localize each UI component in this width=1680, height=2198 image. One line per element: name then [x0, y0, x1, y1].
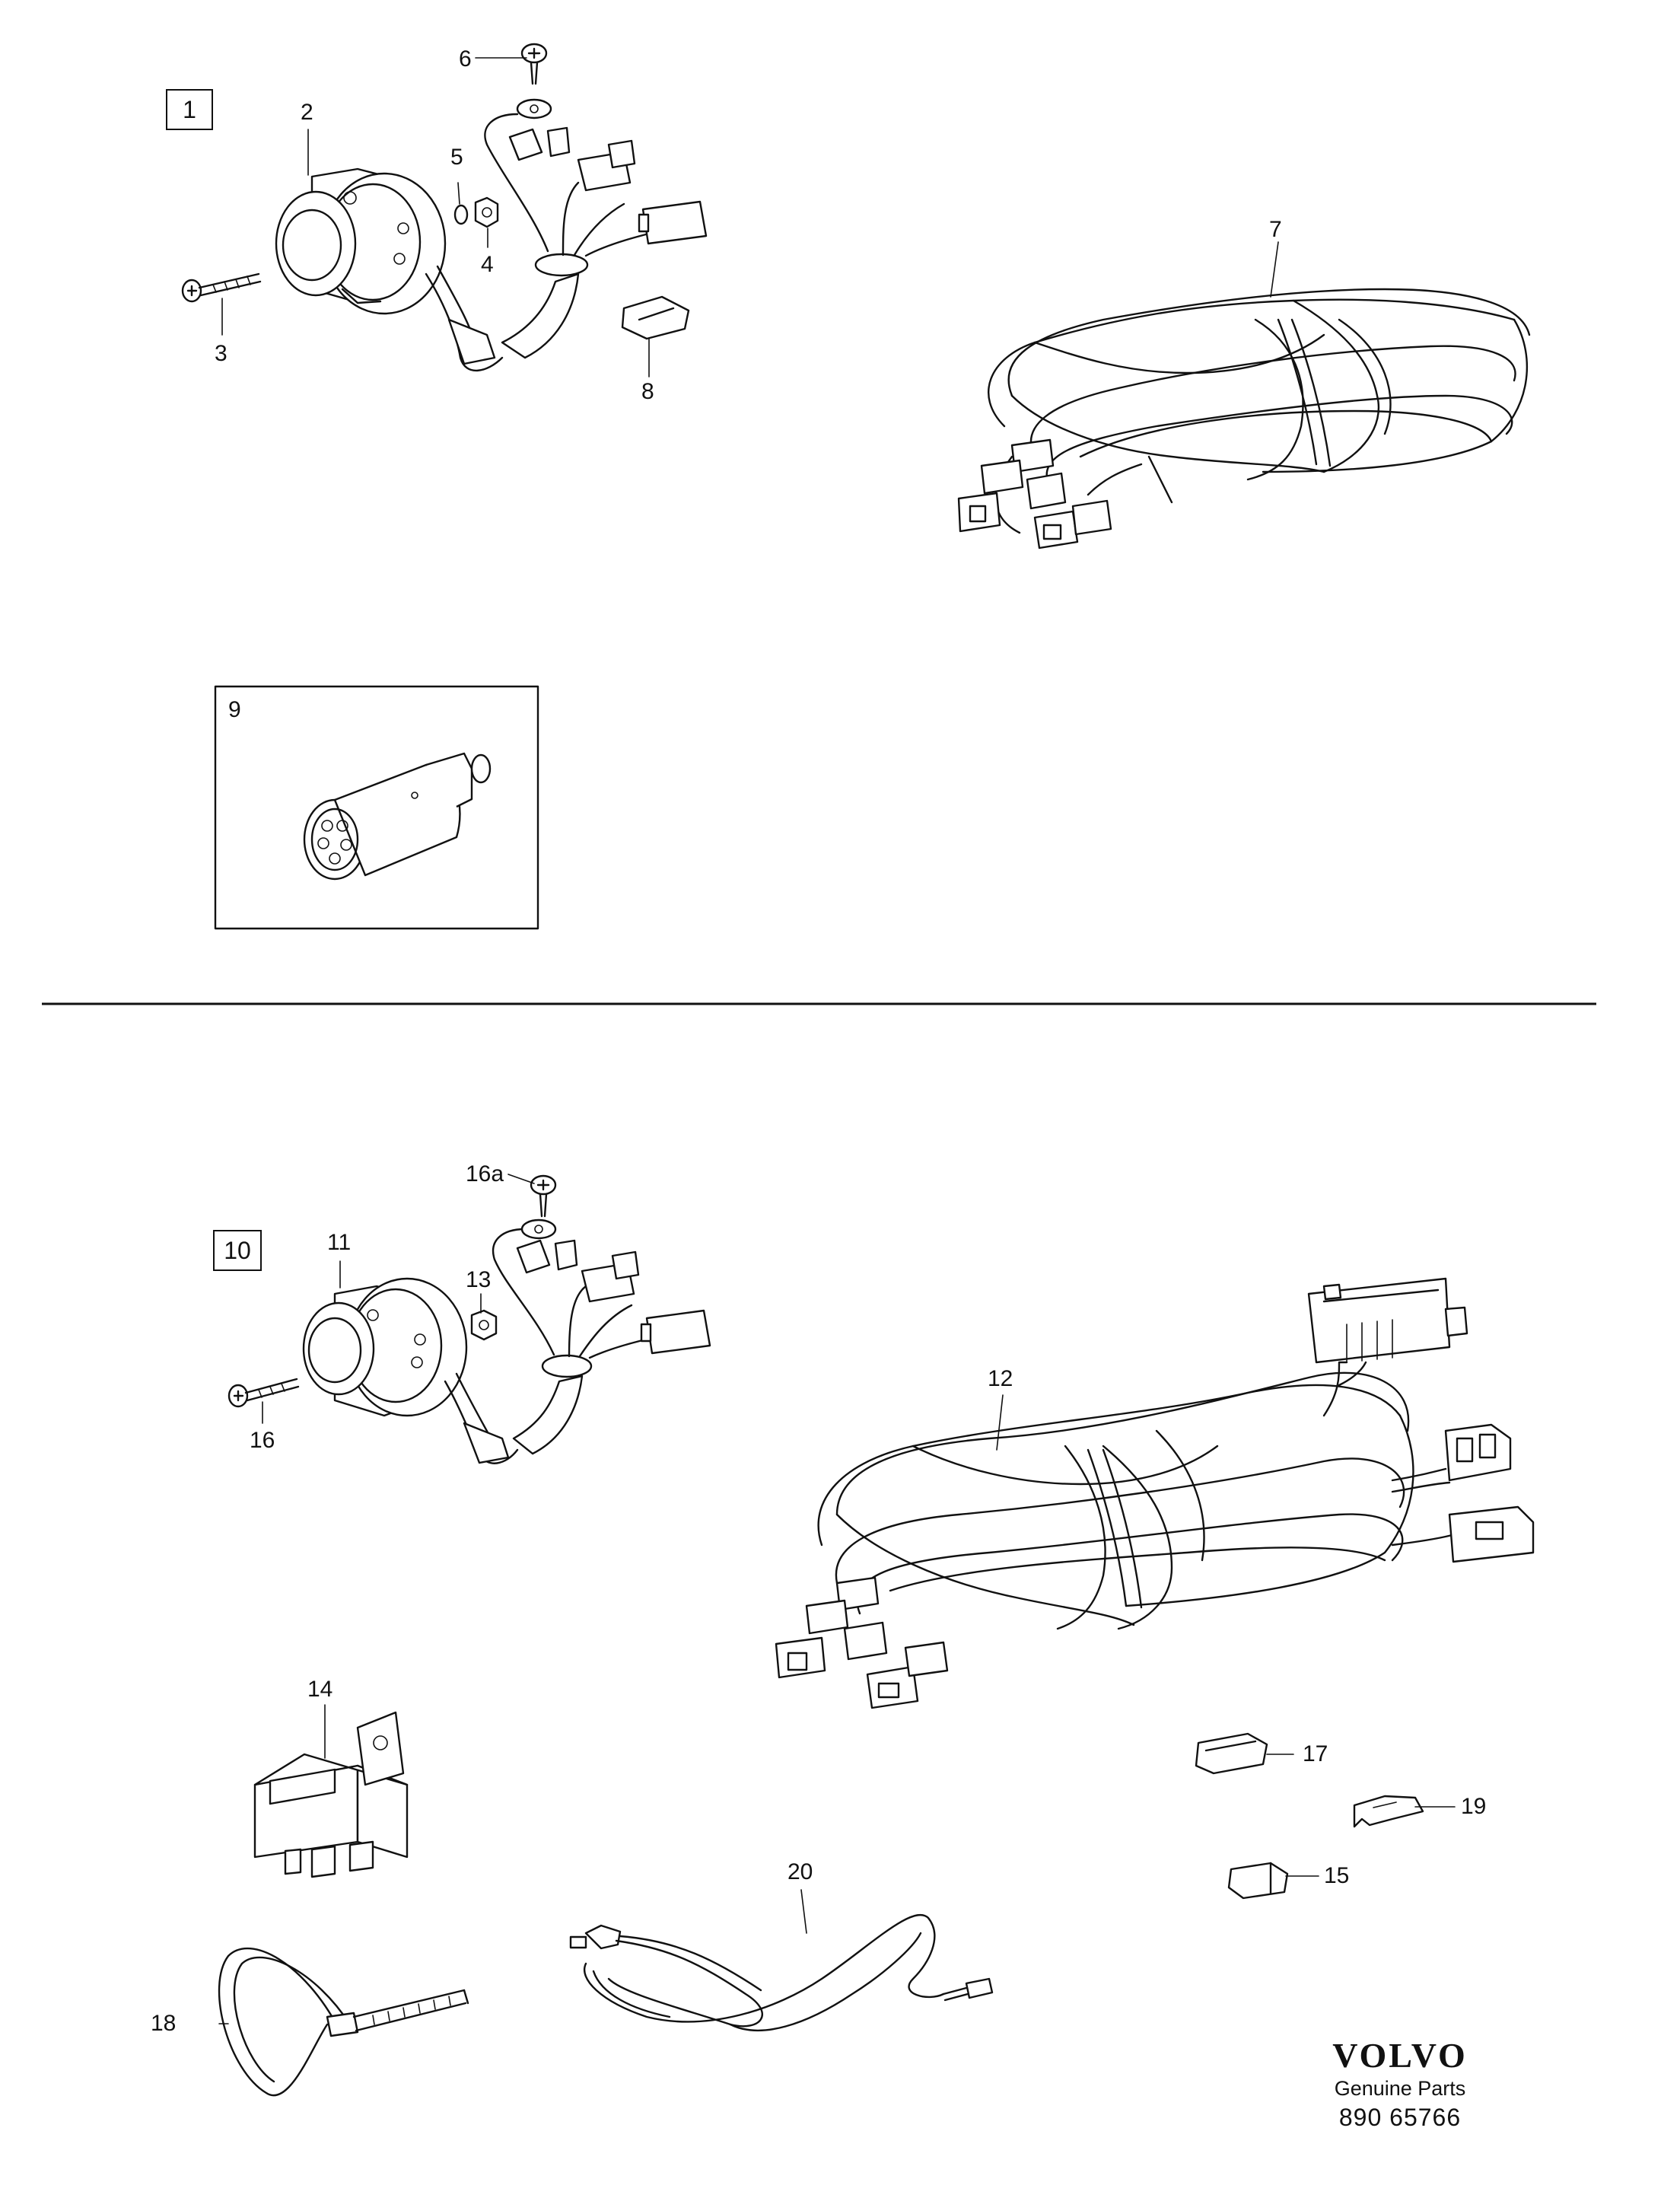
wire-icon: [569, 1913, 994, 2032]
connector-icon: [516, 1239, 711, 1355]
group-label-10: 10: [213, 1230, 262, 1271]
callout-16a: 16a: [466, 1161, 504, 1187]
callout-3: 3: [215, 341, 228, 366]
callout-6: 6: [459, 46, 472, 72]
terminal-icon: [1227, 1862, 1289, 1900]
screw-icon: [181, 272, 262, 303]
callout-19: 19: [1461, 1794, 1487, 1819]
group-9-frame: [214, 685, 539, 930]
socket-icon: [275, 167, 447, 315]
callout-11: 11: [327, 1230, 352, 1255]
nut-icon: [474, 196, 499, 228]
callout-8: 8: [641, 379, 654, 404]
wire-harness-icon: [957, 288, 1531, 550]
wire-harness-icon: [775, 1277, 1535, 1709]
part-number: 890 65766: [1338, 2103, 1462, 2131]
callout-5: 5: [450, 145, 463, 170]
plug-icon: [303, 752, 492, 881]
screw-icon: [228, 1378, 300, 1408]
socket-assembly-lower: [228, 1174, 711, 1464]
nut-icon: [470, 1309, 498, 1341]
callout-12: 12: [988, 1366, 1013, 1391]
brand-block: VOLVO Genuine Parts 890 65766: [1309, 2036, 1491, 2133]
brand-logo: VOLVO: [1332, 2036, 1468, 2075]
callout-16: 16: [250, 1428, 275, 1453]
relay-icon: [253, 1711, 409, 1878]
callout-2: 2: [301, 100, 313, 125]
terminal-icon: [1195, 1732, 1268, 1775]
brand-subtitle: Genuine Parts: [1334, 2076, 1466, 2100]
socket-assembly-upper: [181, 43, 708, 372]
callout-20: 20: [788, 1859, 813, 1884]
terminal-icon: [1353, 1795, 1424, 1828]
callout-18: 18: [151, 2011, 177, 2036]
screw-icon: [520, 43, 548, 85]
screw-icon: [530, 1174, 557, 1218]
callout-4: 4: [481, 252, 494, 277]
washer-icon: [453, 204, 469, 225]
connector-icon: [508, 126, 708, 245]
connector-icon: [621, 295, 690, 340]
callout-13: 13: [466, 1267, 492, 1292]
cable-tie-icon: [218, 1948, 469, 2097]
callout-7: 7: [1269, 217, 1282, 242]
group-label-9: 9: [228, 697, 241, 722]
leader-lines: [218, 57, 1456, 2024]
callout-15: 15: [1324, 1863, 1350, 1888]
callout-17: 17: [1303, 1741, 1328, 1766]
group-label-1: 1: [166, 89, 213, 130]
callout-14: 14: [307, 1677, 333, 1702]
socket-icon: [302, 1277, 468, 1417]
